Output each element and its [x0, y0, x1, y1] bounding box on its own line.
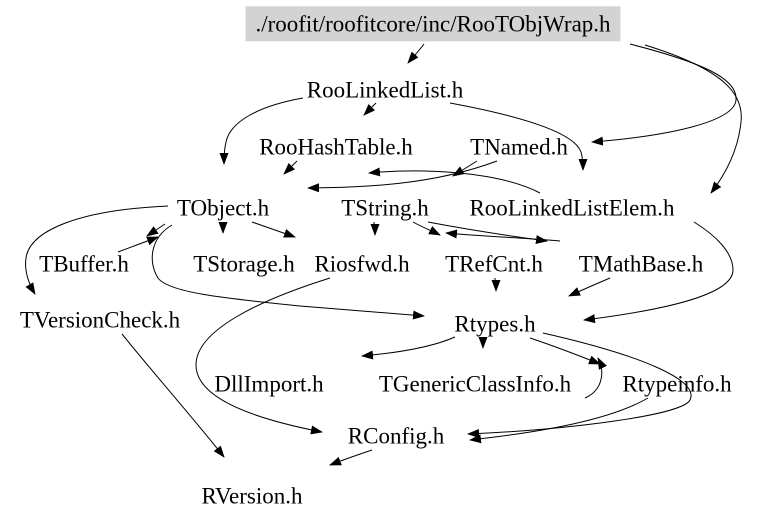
edge-rtypes-to-rtypeinfo [529, 337, 601, 365]
node-rversion[interactable]: RVersion.h [201, 483, 303, 509]
edge-trefcnt-to-rtypes [491, 277, 501, 292]
edge-roolinkedlist-to-tobject [219, 97, 304, 165]
edge-roohashtable-to-tobject [283, 160, 298, 175]
edge-rtypeinfo-to-rconfig [469, 397, 649, 444]
node-rtypeinfo[interactable]: Rtypeinfo.h [622, 371, 732, 397]
edge-tgenericclassinfo-to-rtypes [584, 357, 607, 399]
node-dllimport[interactable]: DllImport.h [214, 371, 324, 397]
edge-rconfig-to-rversion [329, 449, 373, 466]
edge-tobject-to-tbuffer [146, 223, 166, 237]
node-riosfwd[interactable]: Riosfwd.h [314, 251, 410, 277]
edge-tnamed-to-tobject [307, 160, 498, 193]
edge-tstring-to-trefcnt [412, 221, 441, 236]
edge-tmathbase-to-rtypes [568, 277, 611, 297]
edge-roolinkedlistelem-to-tstring [368, 167, 541, 194]
edge-rootobjwrap-to-roolinkedlist [407, 43, 425, 64]
edge-roolinkedlist-to-roohashtable [363, 102, 377, 116]
node-rtypes[interactable]: Rtypes.h [454, 311, 536, 337]
node-tversioncheck[interactable]: TVersionCheck.h [19, 307, 181, 333]
edge-rootobjwrap-to-roolinkedlistelem [644, 44, 742, 194]
edge-tstring-to-tmathbase [427, 221, 548, 244]
node-tgenericclassinfo[interactable]: TGenericClassInfo.h [378, 371, 572, 397]
node-rootobjwrap[interactable]: ./roofit/roofitcore/inc/RooTObjWrap.h [245, 6, 621, 42]
edge-tmathbase-to-tstring [445, 229, 561, 242]
node-tnamed[interactable]: TNamed.h [470, 134, 568, 160]
edge-tversioncheck-to-rversion [121, 333, 225, 458]
node-tbuffer[interactable]: TBuffer.h [39, 251, 129, 277]
node-rconfig[interactable]: RConfig.h [347, 423, 445, 449]
edge-roolinkedlist-to-roolinkedlistelem [449, 102, 588, 171]
edge-tbuffer-to-tobject [117, 236, 159, 253]
edge-tobject-to-rtypes [151, 224, 425, 320]
node-tstring[interactable]: TString.h [341, 195, 429, 221]
node-roohashtable[interactable]: RooHashTable.h [259, 134, 413, 160]
node-roolinkedlistelem[interactable]: RooLinkedListElem.h [469, 195, 675, 221]
edge-rootobjwrap-to-tnamed [591, 43, 737, 146]
node-trefcnt[interactable]: TRefCnt.h [445, 251, 543, 277]
node-tobject[interactable]: TObject.h [176, 195, 270, 221]
node-tstorage[interactable]: TStorage.h [193, 251, 295, 277]
edge-roolinkedlistelem-to-rtypes [583, 221, 734, 324]
edge-rtypes-to-tgenericclassinfo [478, 336, 488, 349]
node-tmathbase[interactable]: TMathBase.h [578, 251, 704, 277]
edge-tobject-to-tversioncheck [25, 205, 169, 295]
edge-tstring-to-riosfwd [370, 221, 380, 236]
edge-tobject-to-riosfwd [251, 221, 296, 238]
edge-tnamed-to-tstring [452, 160, 478, 177]
edge-riosfwd-to-rconfig [195, 277, 331, 435]
edge-tobject-to-tstorage [218, 221, 228, 234]
node-roolinkedlist[interactable]: RooLinkedList.h [306, 77, 464, 103]
edge-rtypes-to-dllimport [361, 336, 456, 360]
